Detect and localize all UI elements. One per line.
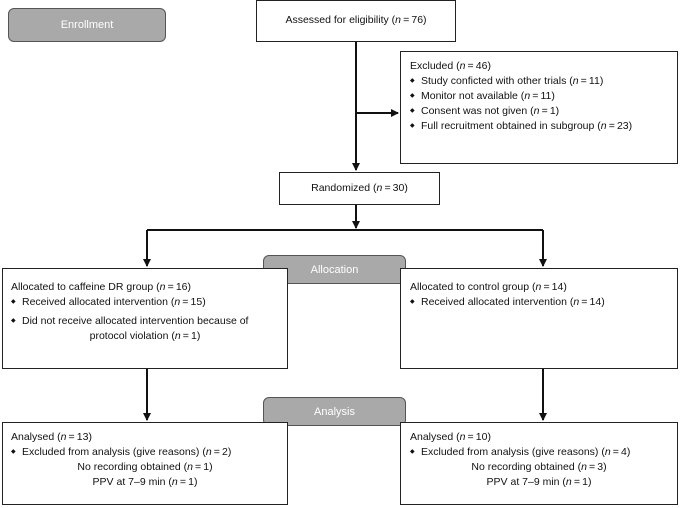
list-item: Study conficted with other trials (n = 1… <box>410 74 668 89</box>
list-item: Excluded from analysis (give reasons) (n… <box>11 445 279 460</box>
excluded-title: Excluded (n = 46) <box>410 60 491 72</box>
control-list: Received allocated intervention (n = 14) <box>410 295 668 310</box>
randomized-box: Randomized (n = 30) <box>279 172 440 205</box>
control-group-title: Allocated to control group (n = 14) <box>410 281 567 293</box>
control-group-box: Allocated to control group (n = 14) Rece… <box>400 268 678 369</box>
analysed-control-box: Analysed (n = 10) Excluded from analysis… <box>400 422 678 505</box>
stage-analysis: Analysis <box>263 397 406 426</box>
stage-enrollment: Enrollment <box>8 8 166 42</box>
analysed-caffeine-box: Analysed (n = 13) Excluded from analysis… <box>2 422 288 505</box>
analysed-control-list: Excluded from analysis (give reasons) (n… <box>410 445 668 460</box>
list-item: Received allocated intervention (n = 14) <box>410 295 668 310</box>
randomized-text: Randomized (n = 30) <box>311 182 408 194</box>
analysed-caffeine-reason: PPV at 7–9 min (n = 1) <box>92 476 198 488</box>
list-item: Consent was not given (n = 1) <box>410 104 668 119</box>
analysed-caffeine-title: Analysed (n = 13) <box>11 431 92 443</box>
list-item: Received allocated intervention (n = 15) <box>11 295 279 310</box>
analysed-control-reason: PPV at 7–9 min (n = 1) <box>486 476 592 488</box>
assessed-box: Assessed for eligibility (n = 76) <box>256 0 456 42</box>
excluded-list: Study conficted with other trials (n = 1… <box>410 74 668 134</box>
assessed-text: Assessed for eligibility (n = 76) <box>285 14 427 26</box>
analysed-control-title: Analysed (n = 10) <box>410 431 491 443</box>
analysed-caffeine-list: Excluded from analysis (give reasons) (n… <box>11 445 279 460</box>
list-item: Excluded from analysis (give reasons) (n… <box>410 445 668 460</box>
caffeine-group-box: Allocated to caffeine DR group (n = 16) … <box>2 268 288 369</box>
caffeine-group-title: Allocated to caffeine DR group (n = 16) <box>11 281 191 293</box>
list-item: Monitor not available (n = 11) <box>410 89 668 104</box>
caffeine-list: Received allocated intervention (n = 15)… <box>11 295 279 344</box>
analysed-caffeine-reason: No recording obtained (n = 1) <box>77 461 213 473</box>
analysed-control-reason: No recording obtained (n = 3) <box>471 461 607 473</box>
list-item: Full recruitment obtained in subgroup (n… <box>410 119 668 134</box>
list-item: Did not receive allocated intervention b… <box>11 314 279 344</box>
excluded-box: Excluded (n = 46) Study conficted with o… <box>400 51 678 164</box>
